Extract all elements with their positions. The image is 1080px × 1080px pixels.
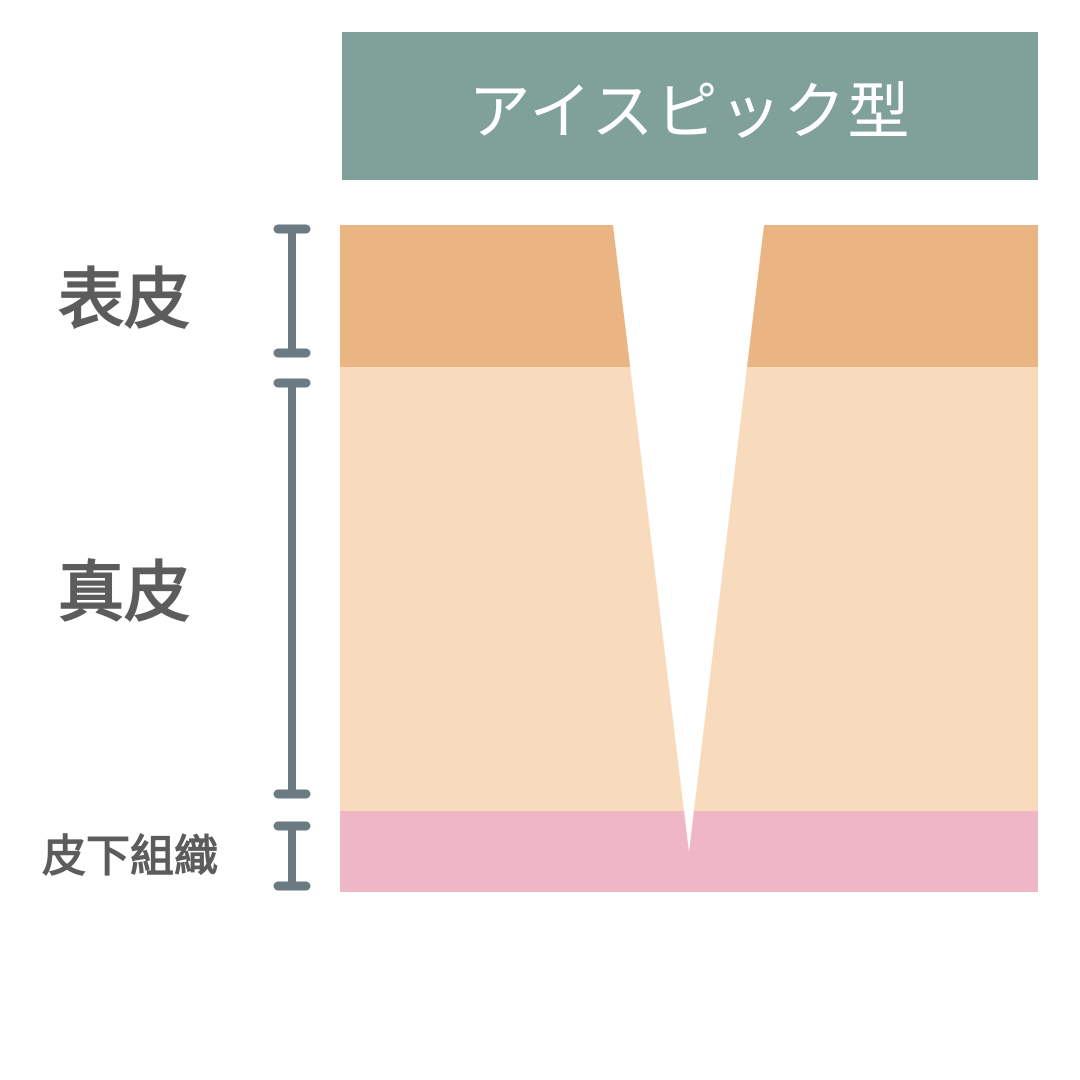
bracket-epidermis bbox=[273, 224, 311, 358]
bracket-subcutis bbox=[273, 821, 311, 891]
label-epidermis: 表皮 bbox=[58, 260, 190, 338]
label-subcutis: 皮下組織 bbox=[42, 831, 218, 882]
title-banner: アイスピック型 bbox=[342, 32, 1038, 180]
ice-pick-scar bbox=[613, 225, 764, 852]
label-dermis: 真皮 bbox=[58, 553, 190, 631]
bracket-dermis bbox=[273, 378, 311, 799]
diagram-title: アイスピック型 bbox=[468, 75, 912, 148]
